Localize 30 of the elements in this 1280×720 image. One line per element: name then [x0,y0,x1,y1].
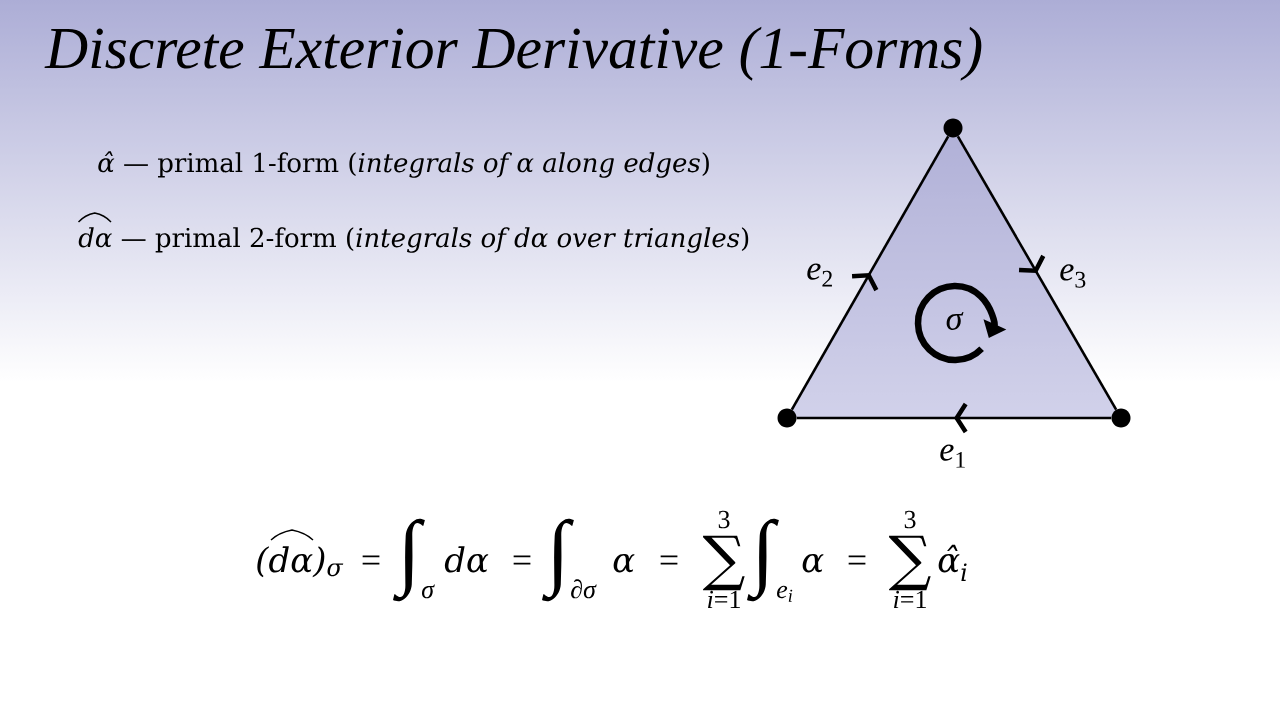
integral-sign: ∫ [747,518,779,602]
edge-label: e$_{1}$ [940,444,965,468]
vertex-dot [943,118,963,138]
oriented-edge [790,135,950,411]
formula-term: α [802,553,824,573]
vertex-dot [1111,408,1131,428]
formula-term: (dα)$_{σ}$ [257,546,344,578]
sum-limit: 3 [904,510,916,529]
title: Discrete Exterior Derivative (1-Forms) [44,26,982,81]
formula-term: α̂$_{i}$ [938,544,967,581]
equals-sign: = [513,555,531,565]
symbol-label: σ [946,312,964,330]
oriented-edge [956,135,1118,411]
integral-subscript: e$_{i}$ [777,585,793,602]
sum-limit: i=1 [894,590,926,608]
formula-term: dα [444,546,489,573]
sum-limit: i=1 [708,590,740,608]
formula-term: α [613,553,635,573]
equals-sign: = [848,555,866,565]
oriented-edge [796,402,1112,434]
definition-line: α̂ — primal 1-form (integrals of α along edges) [98,151,709,178]
sum-limit: 3 [718,510,730,529]
sum-sign: ∑ [889,535,931,591]
equals-sign: = [660,555,678,565]
edge-label: e$_{3}$ [1060,264,1086,288]
equals-sign: = [362,555,380,565]
vertex-dot [777,408,797,428]
definition-line: dα — primal 2-form (integrals of dα over triangles) [78,227,749,253]
edge-label: e$_{2}$ [807,263,832,287]
sum-sign: ∑ [703,535,745,591]
